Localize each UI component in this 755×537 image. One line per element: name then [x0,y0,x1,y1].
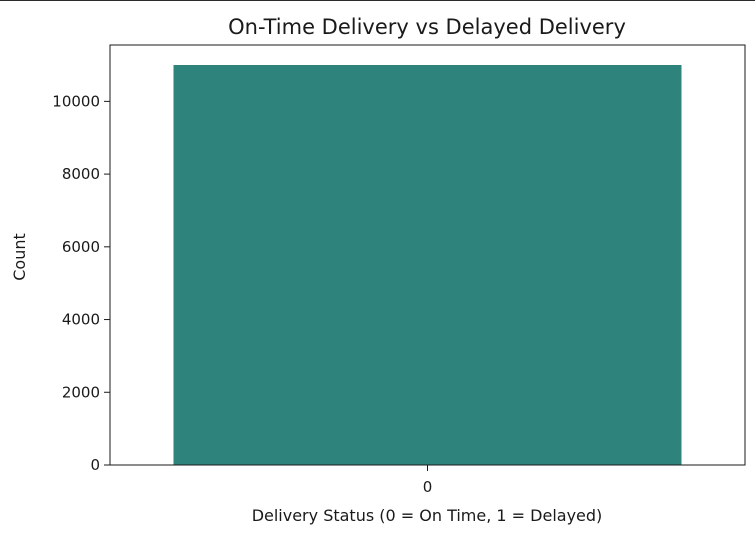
y-tick-label: 8000 [62,165,100,183]
bar-0 [173,65,682,465]
y-tick-label: 0 [90,456,100,474]
y-tick-label: 6000 [62,238,100,256]
y-tick-label: 4000 [62,311,100,329]
y-tick-label: 2000 [62,383,100,401]
plot-area: 0 0 2000 4000 6000 8000 10000 [52,44,746,496]
chart-title: On-Time Delivery vs Delayed Delivery [228,15,626,39]
x-axis-label: Delivery Status (0 = On Time, 1 = Delaye… [252,506,603,525]
x-tick-label: 0 [423,478,433,496]
axes-frame [109,44,746,466]
y-axis-label: Count [10,233,29,281]
y-tick-label: 10000 [52,92,100,110]
